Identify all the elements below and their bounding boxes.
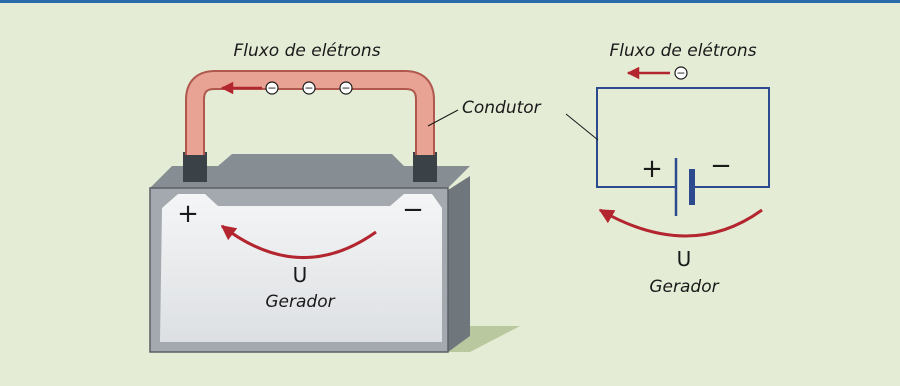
circuit-electron: − bbox=[674, 66, 688, 80]
positive-terminal bbox=[183, 152, 207, 182]
svg-text:−: − bbox=[304, 82, 313, 95]
svg-text:−: − bbox=[341, 82, 350, 95]
circuit-conductor-leader bbox=[565, 113, 599, 141]
electron-2: − bbox=[302, 81, 316, 95]
battery-flow-label: Fluxo de elétrons bbox=[233, 41, 380, 61]
circuit-generator-label: Gerador bbox=[649, 277, 719, 297]
battery-voltage-symbol: U bbox=[293, 263, 308, 287]
battery-voltage-arrow bbox=[220, 224, 377, 259]
battery-plus-sign: + bbox=[177, 199, 199, 229]
battery-minus-sign: − bbox=[402, 195, 424, 225]
battery-generator-label: Gerador bbox=[265, 292, 335, 312]
svg-text:−: − bbox=[676, 67, 685, 80]
conductor-label: Condutor bbox=[462, 98, 542, 118]
circuit-voltage-arrow bbox=[598, 208, 763, 238]
circuit-flow-label: Fluxo de elétrons bbox=[609, 41, 756, 61]
svg-text:−: − bbox=[267, 82, 276, 95]
battery-side bbox=[448, 176, 470, 352]
circuit-wire bbox=[596, 87, 770, 188]
electron-1: − bbox=[265, 81, 279, 95]
conductor-leader-line bbox=[427, 109, 459, 127]
battery-lid bbox=[150, 154, 470, 188]
circuit-voltage-symbol: U bbox=[677, 247, 692, 271]
negative-terminal bbox=[413, 152, 437, 182]
top-rule bbox=[0, 0, 900, 3]
circuit-minus-sign: − bbox=[710, 151, 732, 181]
electron-3: − bbox=[339, 81, 353, 95]
circuit-plus-sign: + bbox=[641, 154, 663, 184]
conductor-bar bbox=[185, 70, 435, 155]
